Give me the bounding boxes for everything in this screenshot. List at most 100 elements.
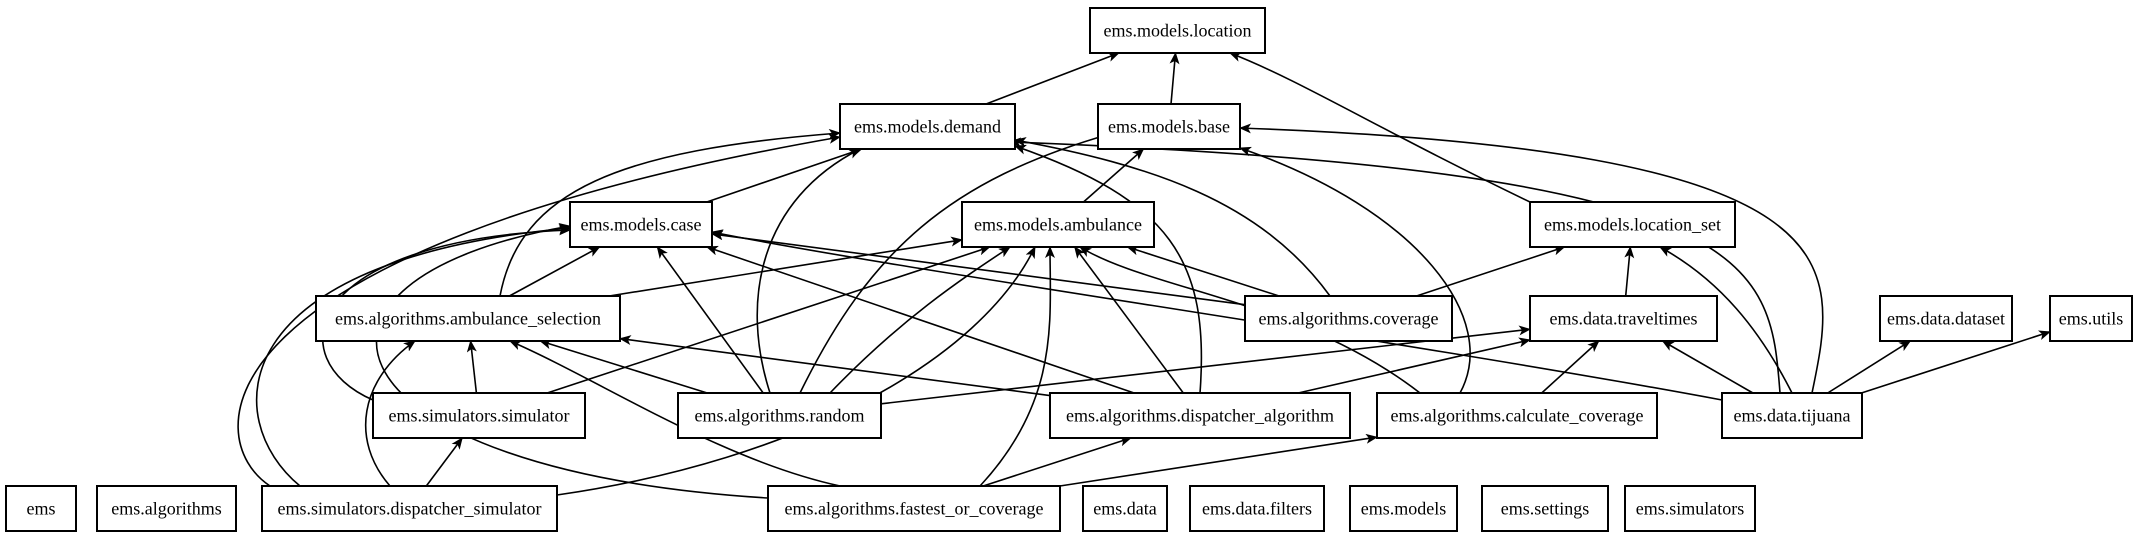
edge-layer [237,52,2051,499]
node-base: ems.models.base [1097,103,1241,150]
node-box [1879,295,2013,342]
node-data: ems.data [1082,485,1168,532]
edge-dispatcher_simulator-to-demand [237,133,841,487]
node-dispatcher-simulator: ems.simulators.dispatcher_simulator [261,485,558,532]
edge-coverage-to-demand [1014,137,1331,297]
node-box [96,485,237,532]
edge-ambulance_selection-to-case [509,246,601,297]
edge-random-to-ambulance_selection [539,339,708,394]
node-label: ems.algorithms.fastest_or_coverage [785,499,1044,519]
node-label: ems.algorithms.ambulance_selection [335,309,601,329]
edge-dispatcher_algorithm-to-ambulance [1074,246,1184,394]
node-label: ems.models.base [1108,117,1230,137]
node-demand: ems.models.demand [839,103,1016,150]
edge-calculate_coverage-to-ambulance [1079,246,1421,394]
node-box [1349,485,1458,532]
node-coverage: ems.algorithms.coverage [1244,295,1453,342]
edge-demand-to-location [985,52,1120,105]
node-location: ems.models.location [1089,7,1266,54]
edge-dispatcher_simulator-to-ambulance_selection [364,340,416,487]
node-label: ems.simulators [1636,499,1745,519]
edge-calculate_coverage-to-base [1239,146,1471,394]
edge-coverage-to-location_set [1416,245,1566,297]
node-label: ems.models.location [1104,21,1252,41]
node-label: ems.data [1093,499,1156,519]
node-label: ems.algorithms.coverage [1259,309,1439,329]
edge-fastest_or_coverage-to-case [375,222,769,499]
edge-ambulance_selection-to-demand [499,128,841,297]
node-box [1244,295,1453,342]
node-box [767,485,1061,532]
node-label: ems.simulators.dispatcher_simulator [278,499,542,519]
node-label: ems [27,499,56,519]
node-label: ems.models.location_set [1544,215,1721,235]
node-label: ems.data.filters [1202,499,1312,519]
node-box [1097,103,1241,150]
node-box [1049,392,1351,439]
node-tijuana: ems.data.tijuana [1721,392,1863,439]
node-label: ems.models.ambulance [974,215,1142,235]
edge-tijuana-to-dataset [1827,340,1912,394]
edge-ambulance-to-base [1082,148,1145,203]
edge-traveltimes-to-location_set [1624,246,1635,297]
edge-simulator-to-ambulance_selection [466,340,478,394]
node-simulator: ems.simulators.simulator [372,392,586,439]
edge-dispatcher_simulator-to-case [255,224,571,487]
node-box [315,295,621,342]
node-dispatcher-algorithm: ems.algorithms.dispatcher_algorithm [1049,392,1351,439]
node-location-set: ems.models.location_set [1529,201,1736,248]
node-label: ems.simulators.simulator [389,406,570,426]
node-filters: ems.data.filters [1189,485,1325,532]
edge-fastest_or_coverage-to-calculate_coverage [1059,433,1378,487]
node-box [839,103,1016,150]
edge-dispatcher_algorithm-to-case [705,245,1135,394]
edge-dispatcher_simulator-to-ambulance [556,246,1036,496]
edge-random-to-base [799,132,1111,394]
edge-calculate_coverage-to-traveltimes [1541,340,1600,394]
node-simulators: ems.simulators [1624,485,1756,532]
edge-dispatcher_simulator-to-simulator [425,437,463,487]
node-calculate-coverage: ems.algorithms.calculate_coverage [1376,392,1658,439]
node-dataset: ems.data.dataset [1879,295,2013,342]
node-box [1529,201,1736,248]
node-label: ems.models.demand [854,117,1001,137]
node-label: ems.settings [1501,499,1590,519]
node-fastest-or-coverage: ems.algorithms.fastest_or_coverage [767,485,1061,532]
node-random: ems.algorithms.random [677,392,882,439]
node-models: ems.models [1349,485,1458,532]
node-case: ems.models.case [569,201,713,248]
node-box [1189,485,1325,532]
node-ambulance: ems.models.ambulance [961,201,1155,248]
node-label: ems.data.dataset [1887,309,2005,329]
edge-dispatcher_algorithm-to-demand [1014,144,1203,394]
node-label: ems.utils [2059,309,2124,329]
node-label: ems.algorithms.calculate_coverage [1391,406,1644,426]
node-box [961,201,1155,248]
node-box [1089,7,1266,54]
edge-location_set-to-location [1229,52,1531,203]
edge-simulator-to-ambulance [546,245,991,394]
node-layer: ems.models.location ems.models.demand ems.… [5,7,2133,532]
edge-fastest_or_coverage-to-dispatcher_algorithm [982,436,1132,487]
node-box [1376,392,1658,439]
edge-coverage-to-case [711,230,1246,306]
edge-dispatcher_algorithm-to-ambulance_selection [619,335,1051,397]
node-label: ems.data.traveltimes [1550,309,1698,329]
node-box [1721,392,1863,439]
edge-coverage-to-ambulance [1126,245,1280,297]
edge-random-to-demand [756,148,861,394]
edge-ambulance_selection-to-ambulance [609,236,963,297]
edge-tijuana-to-location_set [1659,246,1793,394]
edge-base-to-location [1169,52,1180,105]
node-settings: ems.settings [1481,485,1609,532]
edge-tijuana-to-base [1239,123,1824,394]
node-label: ems.models.case [581,215,702,235]
node-ems: ems [5,485,77,532]
edge-random-to-ambulance [829,246,1011,394]
edge-dispatcher_algorithm-to-traveltimes [1298,337,1531,394]
node-box [569,201,713,248]
node-ambulance-selection: ems.algorithms.ambulance_selection [315,295,621,342]
node-label: ems.models [1361,499,1447,519]
node-box [1529,295,1718,342]
node-box [1624,485,1756,532]
